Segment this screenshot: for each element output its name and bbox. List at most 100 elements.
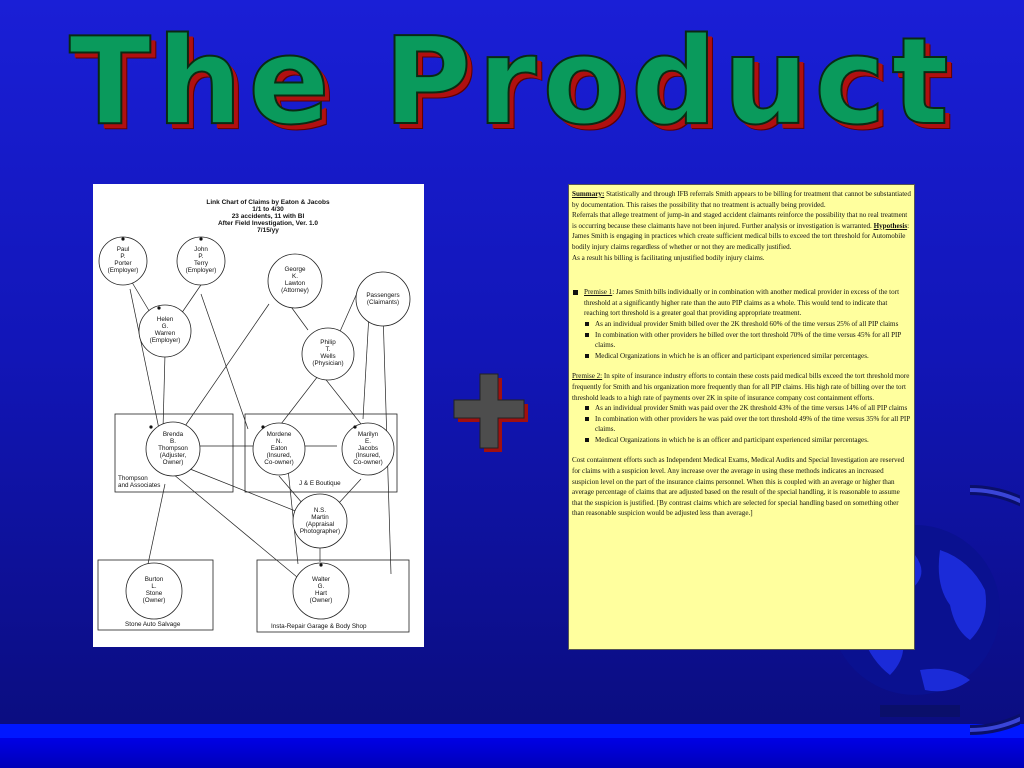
chart-title-line: After Field Investigation, Ver. 1.0 bbox=[218, 220, 318, 227]
svg-text:Philip: Philip bbox=[320, 339, 336, 346]
chart-title-line: 23 accidents, 11 with BI bbox=[232, 213, 305, 220]
svg-text:George: George bbox=[284, 266, 306, 273]
svg-text:(Adjuster,: (Adjuster, bbox=[160, 452, 187, 459]
node-wells: Philip T. Wells (Physician) bbox=[312, 339, 343, 367]
svg-text:G.: G. bbox=[162, 323, 169, 330]
summary-paragraph: Summary: Statistically and through IFB r… bbox=[572, 190, 911, 209]
svg-text:Martin: Martin bbox=[311, 514, 329, 521]
hypothesis-label: Hypothesis bbox=[873, 221, 908, 230]
box-je-boutique bbox=[244, 413, 398, 493]
node-eaton: Mordene N. Eaton (Insured, Co-owner) bbox=[264, 431, 293, 466]
svg-text:N.: N. bbox=[276, 438, 283, 445]
slide-title: The Product bbox=[68, 13, 955, 152]
plus-icon bbox=[453, 373, 528, 452]
svg-text:Wells: Wells bbox=[320, 353, 335, 360]
premise-1-list: As an individual provider Smith billed o… bbox=[572, 319, 911, 361]
svg-text:Co-owner): Co-owner) bbox=[264, 459, 293, 466]
svg-text:Stone: Stone bbox=[146, 590, 163, 597]
summary-panel: Summary: Statistically and through IFB r… bbox=[568, 184, 915, 650]
svg-text:Warren: Warren bbox=[155, 330, 176, 337]
list-item: In combination with other providers he w… bbox=[584, 414, 911, 435]
svg-text:Brenda: Brenda bbox=[163, 431, 184, 438]
svg-text:Photographer): Photographer) bbox=[300, 528, 340, 535]
svg-text:Terry: Terry bbox=[194, 260, 209, 267]
list-item: As an individual provider Smith billed o… bbox=[584, 319, 911, 330]
svg-text:Helen: Helen bbox=[157, 316, 174, 323]
svg-text:(Employer): (Employer) bbox=[108, 267, 139, 274]
svg-text:Eaton: Eaton bbox=[271, 445, 288, 452]
svg-text:P.: P. bbox=[120, 253, 125, 260]
svg-text:Jacobs: Jacobs bbox=[358, 445, 378, 452]
chart-title-line: 1/1 to 4/30 bbox=[252, 206, 284, 213]
svg-text:Walter: Walter bbox=[312, 576, 330, 583]
box-label-insta: Insta-Repair Garage & Body Shop bbox=[271, 623, 367, 630]
node-hart: Walter G. Hart (Owner) bbox=[310, 576, 333, 604]
svg-text:Paul: Paul bbox=[117, 246, 130, 253]
svg-text:(Employer): (Employer) bbox=[186, 267, 217, 274]
svg-text:Hart: Hart bbox=[315, 590, 327, 597]
premise-1: Premise 1: James Smith bills individuall… bbox=[572, 287, 911, 319]
box-thompson bbox=[114, 413, 234, 493]
svg-text:Lawton: Lawton bbox=[285, 280, 306, 287]
svg-text:G.: G. bbox=[318, 583, 325, 590]
svg-text:Porter: Porter bbox=[114, 260, 131, 267]
box-stone bbox=[97, 559, 214, 631]
svg-text:E.: E. bbox=[365, 438, 371, 445]
chart-title-line: Link Chart of Claims by Eaton & Jacobs bbox=[206, 199, 330, 206]
node-passengers: Passengers (Claimants) bbox=[366, 292, 399, 306]
svg-text:(Attorney): (Attorney) bbox=[281, 287, 309, 294]
list-item: As an individual provider Smith was paid… bbox=[584, 403, 911, 414]
svg-text:P.: P. bbox=[198, 253, 203, 260]
node-terry: John P. Terry (Employer) bbox=[186, 246, 217, 274]
cost-containment-paragraph: Cost containment efforts such as Indepen… bbox=[572, 456, 905, 518]
premise-2: Premise 2: In spite of insurance industr… bbox=[572, 372, 910, 402]
box-label-je: J & E Boutique bbox=[299, 480, 341, 487]
svg-text:T.: T. bbox=[326, 346, 331, 353]
svg-text:(Appraisal: (Appraisal bbox=[306, 521, 334, 528]
svg-text:Thompson: Thompson bbox=[158, 445, 188, 452]
svg-text:(Insured,: (Insured, bbox=[356, 452, 381, 459]
svg-text:Co-owner): Co-owner) bbox=[353, 459, 382, 466]
svg-text:Marilyn: Marilyn bbox=[358, 431, 379, 438]
list-item: Medical Organizations in which he is an … bbox=[584, 435, 911, 446]
referrals-paragraph: Referrals that allege treatment of jump-… bbox=[572, 211, 910, 251]
svg-text:Burton: Burton bbox=[145, 576, 164, 583]
node-porter: Paul P. Porter (Employer) bbox=[108, 246, 139, 274]
node-martin: N.S. Martin (Appraisal Photographer) bbox=[300, 507, 340, 535]
list-item: In combination with other providers he b… bbox=[584, 330, 911, 351]
svg-text:Mordene: Mordene bbox=[267, 431, 292, 438]
svg-text:B.: B. bbox=[170, 438, 176, 445]
link-chart: Link Chart of Claims by Eaton & Jacobs 1… bbox=[93, 184, 424, 647]
chart-title-line: 7/15/yy bbox=[257, 227, 279, 234]
bottom-bar-dark bbox=[0, 738, 1024, 768]
node-stone: Burton L. Stone (Owner) bbox=[143, 576, 166, 604]
svg-text:(Owner): (Owner) bbox=[143, 597, 166, 604]
node-lawton: George K. Lawton (Attorney) bbox=[281, 266, 309, 294]
svg-text:Passengers: Passengers bbox=[366, 292, 399, 299]
bottom-bar bbox=[0, 724, 1024, 738]
node-thompson: Brenda B. Thompson (Adjuster, Owner) bbox=[158, 431, 188, 466]
svg-text:(Insured,: (Insured, bbox=[267, 452, 292, 459]
summary-label: Summary: bbox=[572, 190, 605, 198]
node-warren: Helen G. Warren (Employer) bbox=[150, 316, 181, 344]
box-insta bbox=[256, 559, 410, 633]
premise-2-label: Premise 2: bbox=[572, 372, 603, 381]
svg-text:N.S.: N.S. bbox=[314, 507, 326, 514]
svg-text:L.: L. bbox=[151, 583, 157, 590]
box-label-thompson: Thompson bbox=[118, 475, 148, 482]
box-label-stone: Stone Auto Salvage bbox=[125, 621, 181, 628]
premise-2-list: As an individual provider Smith was paid… bbox=[572, 403, 911, 445]
premise-1-label: Premise 1 bbox=[584, 288, 613, 297]
node-jacobs: Marilyn E. Jacobs (Insured, Co-owner) bbox=[353, 431, 382, 466]
list-item: Medical Organizations in which he is an … bbox=[584, 351, 911, 362]
svg-text:Owner): Owner) bbox=[163, 459, 184, 466]
result-paragraph: As a result his billing is facilitating … bbox=[572, 253, 765, 262]
svg-text:(Employer): (Employer) bbox=[150, 337, 181, 344]
svg-text:(Owner): (Owner) bbox=[310, 597, 333, 604]
svg-text:John: John bbox=[194, 246, 208, 253]
svg-text:(Claimants): (Claimants) bbox=[367, 299, 399, 306]
box-label-thompson: and Associates bbox=[118, 482, 160, 489]
svg-text:K.: K. bbox=[292, 273, 298, 280]
svg-text:(Physician): (Physician) bbox=[312, 360, 343, 367]
